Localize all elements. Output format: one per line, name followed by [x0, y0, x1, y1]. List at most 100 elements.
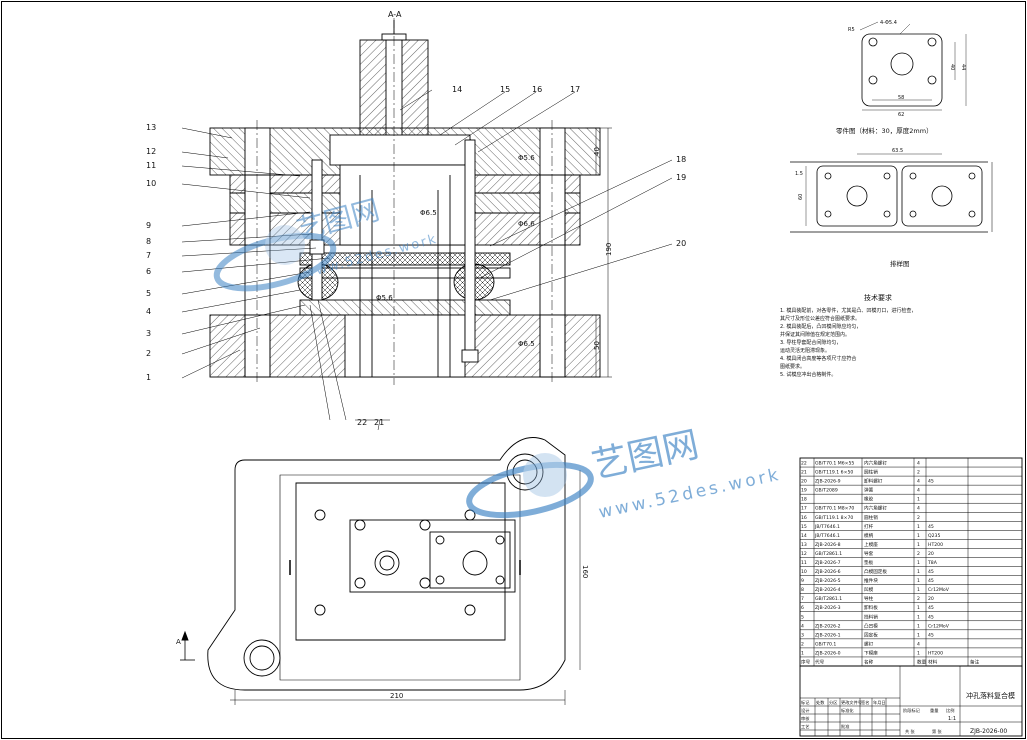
- callout-13: 13: [146, 123, 156, 132]
- bom-cell-no: 14: [801, 533, 807, 539]
- bom-cell-code: GB/T119.1 8×70: [815, 515, 853, 521]
- tech-req-line-8: 图纸要求。: [780, 363, 805, 370]
- tech-req-line-1: 1. 模具装配前，对各零件，尤其是凸、凹模刃口，进行检查，: [780, 307, 916, 314]
- bom-cell-name: 凸凹模: [864, 622, 878, 629]
- bom-table: [799, 457, 1023, 667]
- callout-16: 16: [532, 85, 542, 94]
- bom-cell-code: ZJB-2026-3: [815, 605, 841, 611]
- bom-cell-no: 13: [801, 542, 807, 548]
- callout-8: 8: [146, 237, 151, 246]
- tech-req-line-5: 3. 导柱导套配合间隙均匀，: [780, 339, 841, 346]
- bom-cell-mat: 45: [928, 569, 934, 575]
- bom-cell-mat: HT200: [928, 650, 943, 656]
- bom-cell-name: 导套: [864, 550, 874, 557]
- bom-cell-name: 圆柱销: [864, 469, 878, 476]
- bom-header-qty: 数量: [917, 658, 927, 665]
- tb-label-2: 分区: [829, 699, 837, 706]
- watermark-right-brand: 艺图网: [588, 424, 702, 487]
- tb-label-13: 比例: [946, 707, 954, 714]
- title-block-text: 冲孔落料复合模 ZJB-2026-00 1:1 标记 处数 分区 更改文件号 签…: [801, 691, 1015, 735]
- section-view: [181, 18, 673, 431]
- bom-cell-code: JB/T7646.1: [814, 524, 840, 530]
- tech-req-line-7: 4. 模具闭合高度等各项尺寸应符合: [780, 355, 856, 362]
- tech-requirements: 技术要求 1. 模具装配前，对各零件，尤其是凸、凹模刃口，进行检查， 其尺寸及形…: [780, 293, 916, 378]
- bom-cell-qty: 2: [917, 470, 920, 476]
- bom-cell-qty: 1: [917, 542, 920, 548]
- bom-cell-no: 8: [801, 587, 804, 593]
- strip-layout-dims: 63.5 60 1.5 排样图: [795, 148, 910, 268]
- callout-1: 1: [146, 373, 151, 382]
- bom-cell-name: 橡胶: [864, 496, 874, 503]
- callout-7: 7: [146, 251, 151, 260]
- bom-cell-code: ZJB-2026-8: [815, 542, 841, 548]
- tb-label-1: 处数: [816, 699, 825, 706]
- dim-strip-edge: 1.5: [795, 171, 803, 177]
- bom-cell-no: 10: [801, 569, 807, 575]
- strip-layout-caption: 排样图: [890, 259, 910, 268]
- bom-cell-code: ZJB-2026-9: [815, 479, 841, 485]
- bom-cell-qty: 1: [917, 587, 920, 593]
- callout-15: 15: [500, 85, 510, 94]
- tech-req-line-3: 2. 模具装配后，凸凹模间隙应均匀，: [780, 323, 861, 330]
- bom-cell-no: 12: [801, 551, 807, 557]
- bom-cell-qty: 1: [917, 614, 920, 620]
- dim-hole-1: Φ5.6: [518, 154, 535, 162]
- callout-4: 4: [146, 307, 151, 316]
- bom-cell-code: GB/T2861.1: [815, 551, 842, 557]
- dim-plan-width: 210: [390, 692, 403, 700]
- tb-label-10: 批准: [841, 723, 849, 730]
- bom-cell-mat: 45: [928, 632, 934, 638]
- bom-cell-name: 螺钉: [864, 640, 874, 647]
- bom-cell-no: 21: [801, 470, 807, 476]
- bom-cell-name: 内六角螺钉: [864, 460, 887, 467]
- bom-cell-name: 弹簧: [864, 487, 874, 494]
- tb-label-9: 工艺: [801, 724, 809, 729]
- bom-cell-code: GB/T2089: [815, 488, 838, 494]
- callout-11: 11: [146, 161, 156, 170]
- dim-hole-4: Φ5.6: [376, 294, 393, 302]
- part-drawing-dims: 4-Φ5.4 R5 58 62 40 44 零件图（材料：30，厚度2mm）: [836, 20, 966, 135]
- part-drawing: [859, 21, 967, 111]
- callout-3: 3: [146, 329, 151, 338]
- dim-part-holes: 4-Φ5.4: [880, 20, 897, 26]
- drawing-number: ZJB-2026-00: [970, 728, 1007, 735]
- bom-cell-mat: HT200: [928, 542, 943, 548]
- bom-cell-code: ZJB-2026-0: [815, 650, 841, 656]
- tb-label-5: 年月日: [873, 699, 886, 706]
- bom-cell-code: ZJB-2026-1: [815, 632, 841, 638]
- bom-cell-name: 固定板: [864, 631, 878, 638]
- callout-6: 6: [146, 267, 151, 276]
- bom-cell-code: GB/T70.1 M6×55: [815, 461, 854, 467]
- tb-label-14: 共 张: [905, 728, 916, 735]
- bom-cell-no: 4: [801, 623, 804, 629]
- bom-cell-name: 卸料螺钉: [864, 478, 883, 485]
- bom-cell-qty: 1: [917, 623, 920, 629]
- bom-cell-name: 圆柱销: [864, 514, 878, 521]
- bom-header-code: 代号: [815, 658, 825, 665]
- dim-hole-5: Φ6.5: [420, 209, 437, 217]
- bom-header-note: 备注: [970, 658, 980, 665]
- bom-cell-no: 19: [801, 488, 807, 494]
- tech-req-line-9: 5. 试模应冲出合格制件。: [780, 371, 836, 378]
- part-drawing-caption: 零件图（材料：30，厚度2mm）: [836, 126, 933, 135]
- bom-cell-qty: 4: [917, 461, 920, 467]
- bom-cell-name: 推件块: [864, 577, 878, 584]
- tech-req-line-6: 运动灵活无阻滞现象。: [780, 347, 830, 354]
- bom-cell-mat: T8A: [927, 560, 938, 566]
- dim-hole-3: Φ6.5: [518, 340, 535, 348]
- bom-cell-name: 挡料销: [864, 613, 878, 620]
- tb-label-3: 更改文件号: [841, 699, 862, 706]
- bom-cell-no: 6: [801, 605, 804, 611]
- bom-cell-code: GB/T70.1 M8×70: [815, 506, 854, 512]
- watermark-right: 艺图网 www.52des.work: [466, 424, 783, 523]
- bom-cell-no: 2: [801, 641, 804, 647]
- bom-cell-qty: 1: [917, 497, 920, 503]
- bom-cell-code: GB/T119.1 6×50: [815, 470, 853, 476]
- bom-cell-code: ZJB-2026-5: [815, 578, 841, 584]
- bom-header-name: 名称: [864, 658, 874, 665]
- dim-plan-height: 160: [581, 565, 589, 578]
- tb-label-7: 标准化: [841, 707, 854, 714]
- bom-cell-no: 15: [801, 524, 807, 530]
- bom-cell-no: 9: [801, 578, 804, 584]
- bom-cell-code: JB/T7646.1: [814, 533, 840, 539]
